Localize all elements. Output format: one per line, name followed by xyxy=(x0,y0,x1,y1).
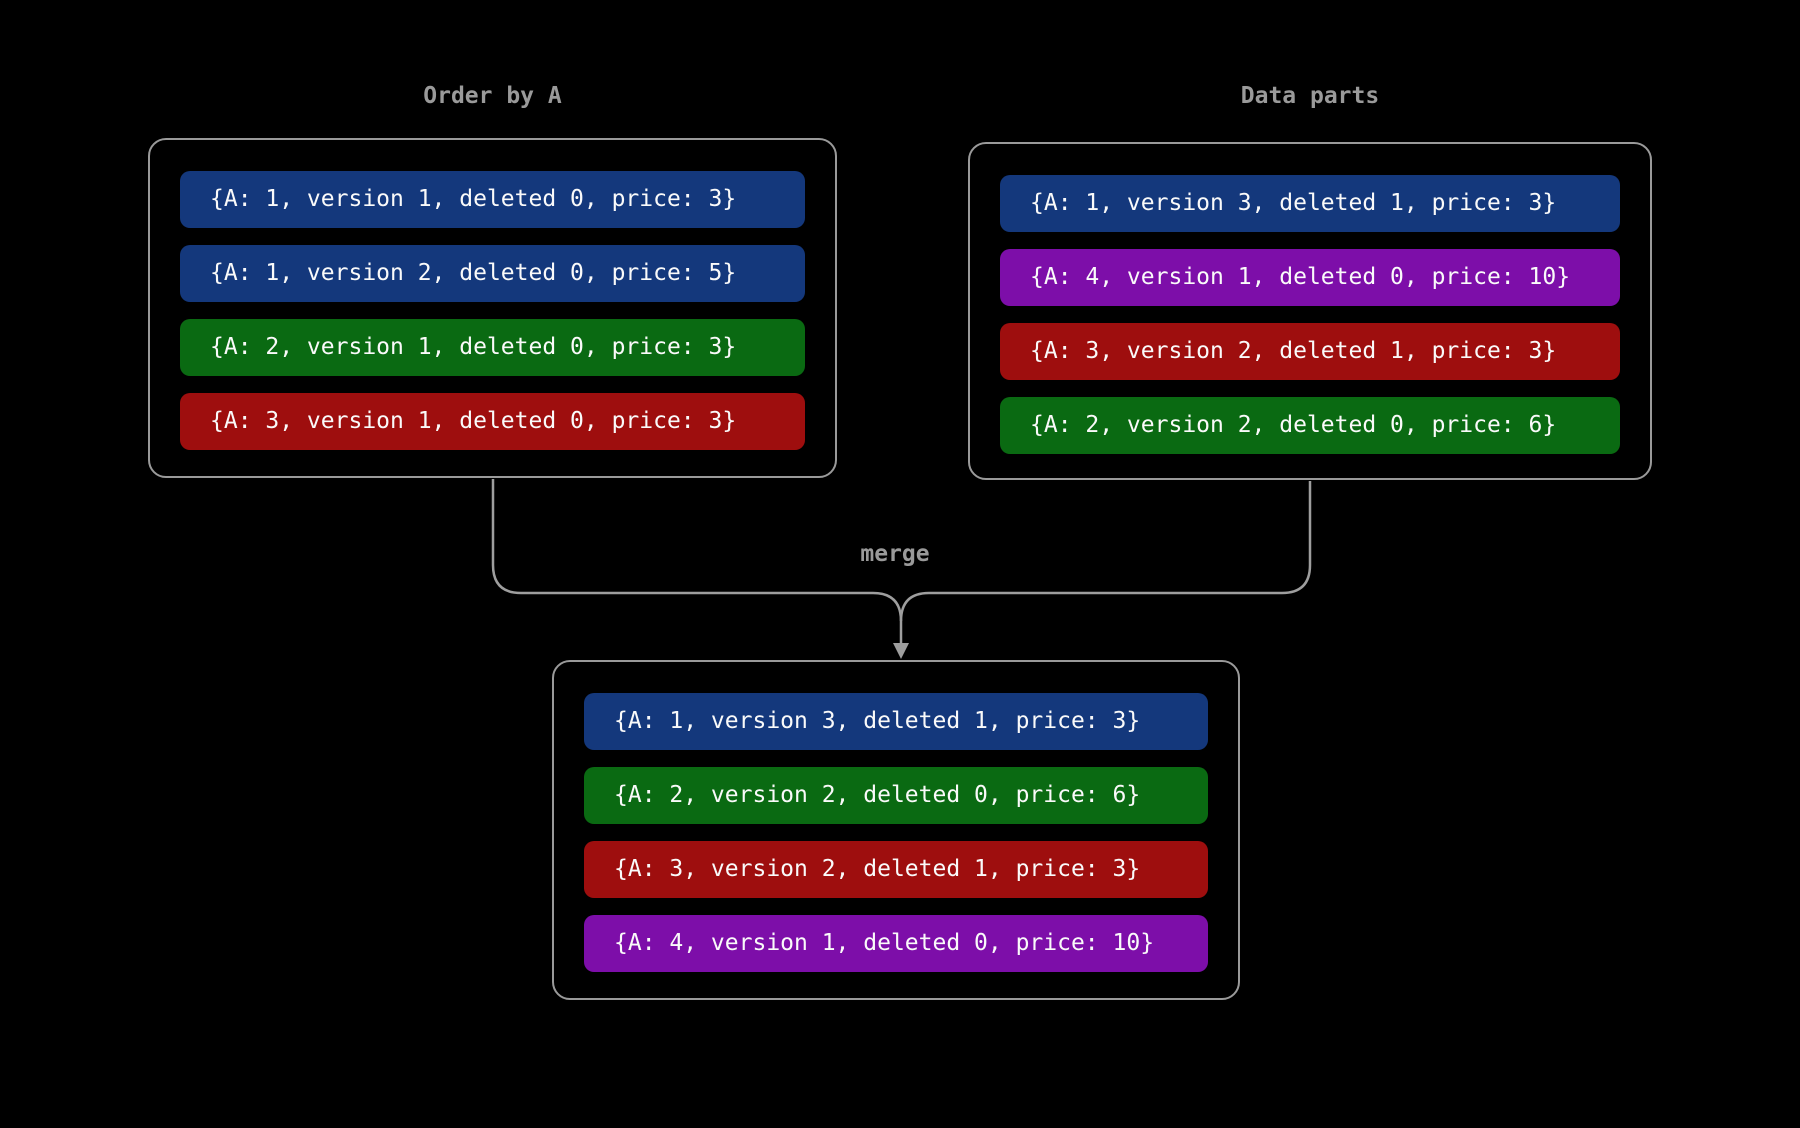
arrow-head-icon xyxy=(893,643,909,659)
record-chip: {A: 4, version 1, deleted 0, price: 10} xyxy=(1000,249,1620,306)
record-chip: {A: 1, version 3, deleted 1, price: 3} xyxy=(1000,175,1620,232)
record-chip: {A: 1, version 1, deleted 0, price: 3} xyxy=(180,171,805,228)
record-chip: {A: 2, version 2, deleted 0, price: 6} xyxy=(584,767,1208,824)
merge-label: merge xyxy=(860,541,930,567)
record-chip: {A: 1, version 2, deleted 0, price: 5} xyxy=(180,245,805,302)
record-chip: {A: 3, version 1, deleted 0, price: 3} xyxy=(180,393,805,450)
record-chip: {A: 4, version 1, deleted 0, price: 10} xyxy=(584,915,1208,972)
data-parts-title: Data parts xyxy=(1240,83,1380,109)
record-chip: {A: 3, version 2, deleted 1, price: 3} xyxy=(1000,323,1620,380)
data-parts-panel: {A: 1, version 3, deleted 1, price: 3} {… xyxy=(968,142,1652,480)
record-chip: {A: 2, version 1, deleted 0, price: 3} xyxy=(180,319,805,376)
order-by-a-title: Order by A xyxy=(423,83,562,109)
record-chip: {A: 2, version 2, deleted 0, price: 6} xyxy=(1000,397,1620,454)
record-chip: {A: 1, version 3, deleted 1, price: 3} xyxy=(584,693,1208,750)
merged-result-panel: {A: 1, version 3, deleted 1, price: 3} {… xyxy=(552,660,1240,1000)
order-by-a-panel: {A: 1, version 1, deleted 0, price: 3} {… xyxy=(148,138,837,478)
record-chip: {A: 3, version 2, deleted 1, price: 3} xyxy=(584,841,1208,898)
